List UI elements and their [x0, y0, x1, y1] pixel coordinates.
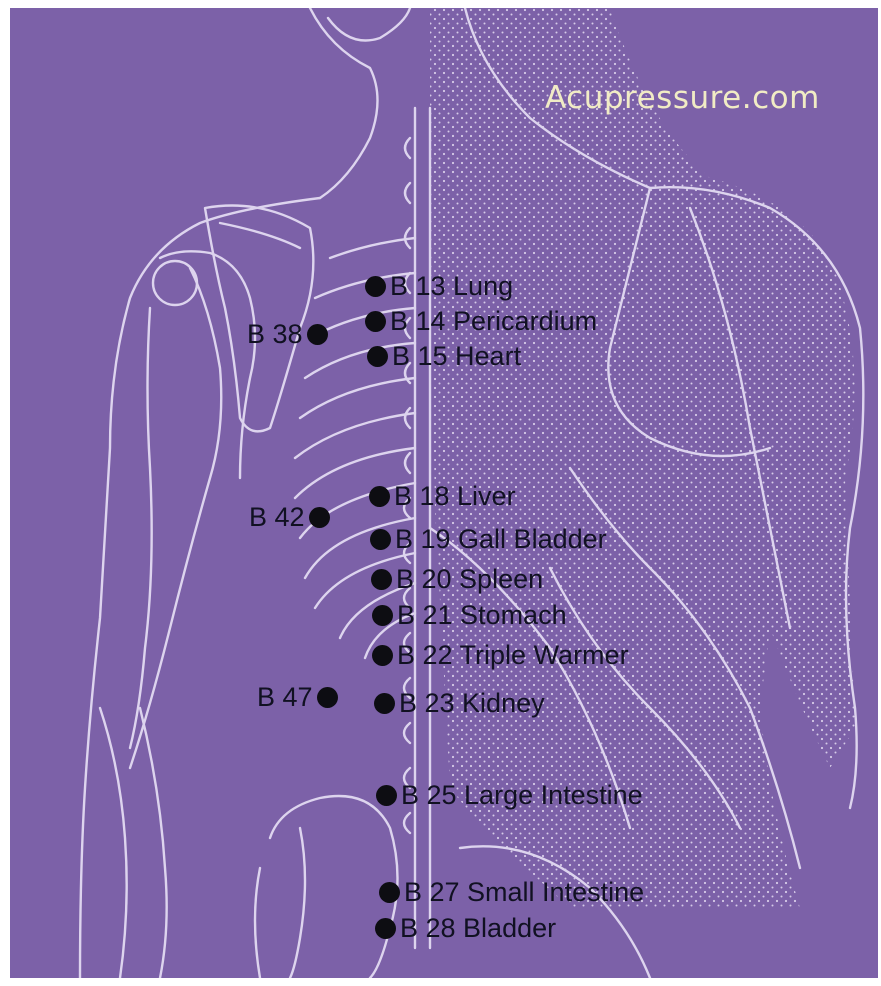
point-label: B 27 Small Intestine — [404, 877, 644, 908]
point-label: B 18 Liver — [394, 481, 516, 512]
point-b28-bladder: B 28 Bladder — [375, 913, 556, 944]
acupoint-dot — [369, 486, 390, 507]
point-b18-liver: B 18 Liver — [369, 481, 516, 512]
acupoint-dot — [379, 882, 400, 903]
point-b14-pericardium: B 14 Pericardium — [365, 306, 597, 337]
muscle-stipple-area — [430, 8, 855, 908]
acupoint-dot — [372, 645, 393, 666]
point-b23-kidney: B 23 Kidney — [374, 688, 545, 719]
point-b25-large-intestine: B 25 Large Intestine — [376, 780, 643, 811]
point-b42: B 42 — [249, 502, 330, 533]
point-label: B 13 Lung — [390, 271, 513, 302]
point-label: B 47 — [257, 682, 313, 713]
point-b27-small-intestine: B 27 Small Intestine — [379, 877, 644, 908]
point-label: B 25 Large Intestine — [401, 780, 643, 811]
point-b38: B 38 — [247, 319, 328, 350]
point-label: B 19 Gall Bladder — [395, 524, 607, 555]
point-label: B 20 Spleen — [396, 564, 543, 595]
acupoint-dot — [309, 507, 330, 528]
point-b15-heart: B 15 Heart — [367, 341, 521, 372]
point-label: B 14 Pericardium — [390, 306, 597, 337]
acupoint-dot — [307, 324, 328, 345]
acupoint-dot — [365, 311, 386, 332]
point-b20-spleen: B 20 Spleen — [371, 564, 543, 595]
point-b22-triple-warmer: B 22 Triple Warmer — [372, 640, 629, 671]
acupoint-dot — [372, 605, 393, 626]
point-label: B 21 Stomach — [397, 600, 567, 631]
acupoint-dot — [317, 687, 338, 708]
point-label: B 42 — [249, 502, 305, 533]
point-label: B 38 — [247, 319, 303, 350]
point-label: B 15 Heart — [392, 341, 521, 372]
acupoint-dot — [365, 276, 386, 297]
point-label: B 22 Triple Warmer — [397, 640, 629, 671]
point-label: B 28 Bladder — [400, 913, 556, 944]
diagram-panel: Acupressure.com B 13 Lung B 14 Pericardi… — [10, 8, 878, 978]
acupoint-dot — [375, 918, 396, 939]
point-label: B 23 Kidney — [399, 688, 545, 719]
acupoint-dot — [371, 569, 392, 590]
point-b47: B 47 — [257, 682, 338, 713]
acupoint-dot — [376, 785, 397, 806]
brand-watermark: Acupressure.com — [545, 80, 820, 116]
point-b21-stomach: B 21 Stomach — [372, 600, 567, 631]
acupoint-dot — [367, 346, 388, 367]
acupoint-dot — [374, 693, 395, 714]
acupoint-dot — [370, 529, 391, 550]
point-b13-lung: B 13 Lung — [365, 271, 513, 302]
point-b19-gall-bladder: B 19 Gall Bladder — [370, 524, 607, 555]
